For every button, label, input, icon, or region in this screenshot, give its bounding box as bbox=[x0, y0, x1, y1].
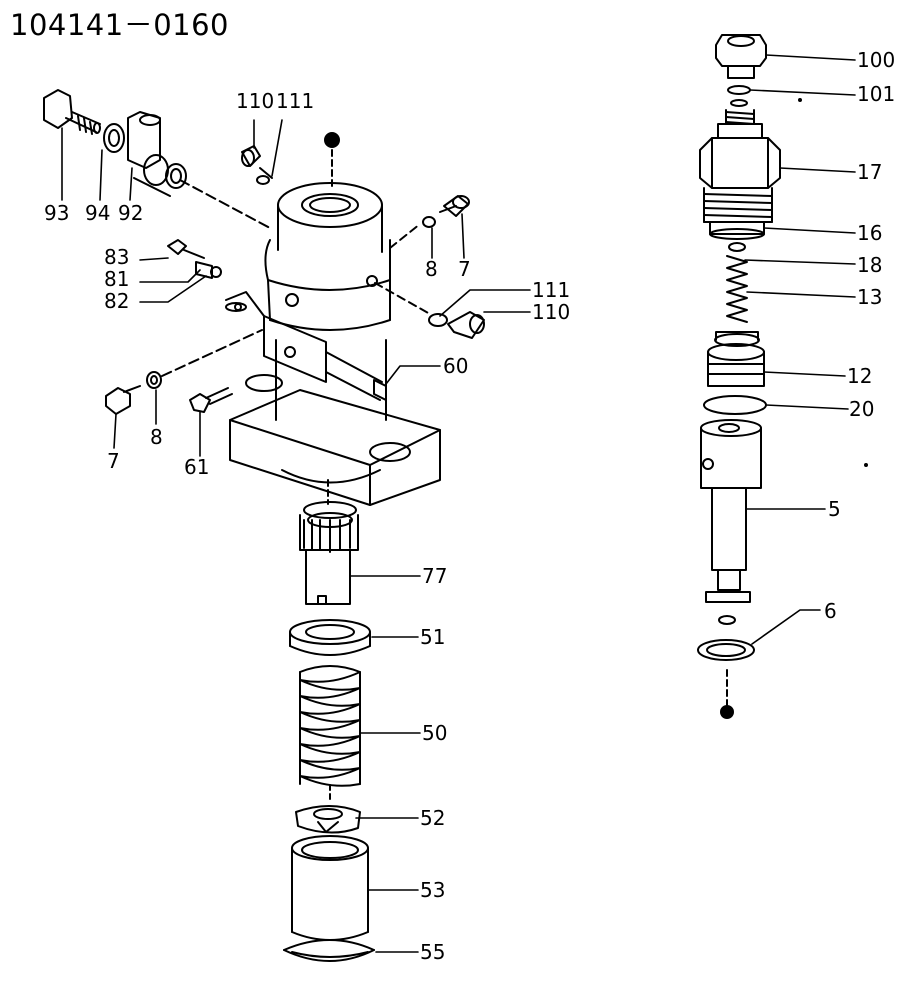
label-5: 5 bbox=[828, 497, 841, 521]
part-94-gasket bbox=[103, 123, 125, 153]
label-8-right: 8 bbox=[425, 257, 438, 281]
part-labels: 100 101 17 16 18 13 12 20 5 6 93 94 92 1… bbox=[44, 48, 895, 964]
part-50-spring bbox=[299, 665, 361, 787]
label-110-top: 110 bbox=[236, 89, 274, 113]
alignment-dot-right bbox=[720, 705, 734, 719]
part-100-nut bbox=[715, 34, 767, 79]
label-53: 53 bbox=[420, 878, 445, 902]
part-92-fitting bbox=[127, 111, 187, 197]
label-51: 51 bbox=[420, 625, 445, 649]
label-61: 61 bbox=[184, 455, 209, 479]
label-111-right: 111 bbox=[532, 278, 570, 302]
upper-thread-column bbox=[725, 109, 755, 125]
part-93-banjo-bolt bbox=[43, 89, 101, 135]
label-82: 82 bbox=[104, 289, 129, 313]
label-6: 6 bbox=[824, 599, 837, 623]
label-94: 94 bbox=[85, 201, 110, 225]
label-83: 83 bbox=[104, 245, 129, 269]
leader-lines bbox=[61, 54, 856, 953]
label-100: 100 bbox=[857, 48, 895, 72]
part-5-plunger-barrel bbox=[700, 419, 762, 625]
label-13: 13 bbox=[857, 285, 882, 309]
pump-body-assembly bbox=[43, 89, 485, 962]
label-77: 77 bbox=[422, 564, 447, 588]
label-20: 20 bbox=[849, 397, 874, 421]
part-7-screw-right bbox=[422, 195, 470, 228]
part-52-lower-seat bbox=[295, 805, 361, 834]
label-81: 81 bbox=[104, 267, 129, 291]
label-50: 50 bbox=[422, 721, 447, 745]
part-101-seal bbox=[727, 85, 751, 107]
part-77-control-sleeve bbox=[299, 501, 359, 605]
part-60-rack bbox=[225, 291, 387, 401]
part-110-screw-right bbox=[428, 311, 485, 339]
label-12: 12 bbox=[847, 364, 872, 388]
part-61-screw bbox=[189, 387, 233, 413]
part-17-holder bbox=[699, 123, 781, 223]
part-18-ring bbox=[728, 242, 746, 252]
part-20-o-ring bbox=[703, 395, 767, 415]
label-110-right: 110 bbox=[532, 300, 570, 324]
label-17: 17 bbox=[857, 160, 882, 184]
drawing-number: 104141－0160 bbox=[10, 8, 230, 42]
part-7-screw-left bbox=[105, 371, 162, 415]
label-7-left: 7 bbox=[107, 449, 120, 473]
label-16: 16 bbox=[857, 221, 882, 245]
part-51-upper-seat bbox=[289, 619, 371, 656]
label-101: 101 bbox=[857, 82, 895, 106]
part-12-valve bbox=[707, 331, 765, 387]
label-52: 52 bbox=[420, 806, 445, 830]
part-53-tappet bbox=[291, 835, 369, 941]
part-110-screw-top bbox=[241, 145, 273, 185]
leader-92-dashed bbox=[179, 179, 271, 229]
part-6-washer bbox=[697, 639, 755, 661]
part-83-81-82-stop bbox=[167, 239, 222, 279]
label-7-right: 7 bbox=[458, 257, 471, 281]
part-16-collar bbox=[709, 221, 765, 240]
delivery-valve-stack bbox=[697, 34, 868, 719]
label-18: 18 bbox=[857, 253, 882, 277]
part-13-spring bbox=[726, 255, 748, 323]
label-8-left: 8 bbox=[150, 425, 163, 449]
label-111-top: 111 bbox=[276, 89, 314, 113]
pump-housing bbox=[229, 182, 441, 506]
alignment-dot-top bbox=[324, 132, 340, 148]
label-55: 55 bbox=[420, 940, 445, 964]
label-60: 60 bbox=[443, 354, 468, 378]
label-92: 92 bbox=[118, 201, 143, 225]
part-55-circlip bbox=[283, 939, 375, 962]
label-93: 93 bbox=[44, 201, 69, 225]
